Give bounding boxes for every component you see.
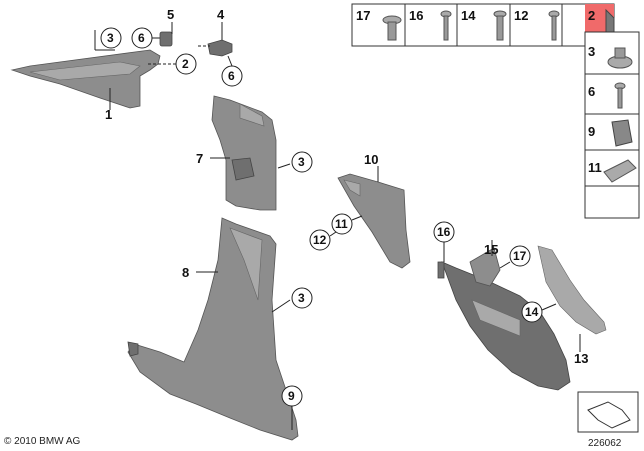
callout-9: 9 xyxy=(288,389,295,403)
callout-6b-circle xyxy=(221,65,243,87)
callout-3a-circle xyxy=(100,27,122,49)
callout-10: 10 xyxy=(364,152,378,167)
callout-13: 13 xyxy=(574,351,588,366)
fastener-6-icon[interactable] xyxy=(614,82,626,109)
fastener-header-row: 17 16 14 12 2 xyxy=(351,3,615,47)
callout-15: 15 xyxy=(484,242,498,257)
column-label-2: 9 xyxy=(588,124,595,139)
header-label-3: 12 xyxy=(514,8,528,23)
column-label-3: 11 xyxy=(588,160,602,175)
callout-1: 1 xyxy=(105,107,112,122)
header-label-4: 2 xyxy=(588,8,595,23)
diagram-id: 226062 xyxy=(588,438,622,449)
callout-14: 14 xyxy=(525,305,539,319)
fastener-12-icon[interactable] xyxy=(548,10,560,41)
callout-12: 12 xyxy=(313,233,327,247)
callout-2a-circle xyxy=(175,53,197,75)
part-5-clip[interactable] xyxy=(159,31,173,47)
fastener-3-icon[interactable] xyxy=(607,47,633,69)
direction-box xyxy=(577,391,639,433)
callout-6b: 6 xyxy=(228,69,235,83)
callout-3b: 3 xyxy=(298,155,305,169)
callout-11-circle xyxy=(331,213,353,235)
callout-3c-circle xyxy=(291,287,313,309)
header-label-2: 14 xyxy=(461,8,476,23)
part-14-bracket-frame[interactable] xyxy=(537,245,607,335)
fastener-9-icon[interactable] xyxy=(611,119,633,147)
callout-14-circle xyxy=(521,301,543,323)
header-label-0: 17 xyxy=(356,8,370,23)
callout-17-circle xyxy=(509,245,531,267)
column-label-1: 6 xyxy=(588,84,595,99)
fastener-column: 3 6 9 11 xyxy=(584,31,640,219)
callout-2a: 2 xyxy=(182,57,189,71)
callout-5: 5 xyxy=(167,7,174,22)
callout-3a: 3 xyxy=(107,31,114,45)
part-16-screw[interactable] xyxy=(437,261,445,279)
column-label-0: 3 xyxy=(588,44,595,59)
fastener-17-icon[interactable] xyxy=(382,15,402,41)
callout-12-circle xyxy=(309,229,331,251)
part-4-bracket[interactable] xyxy=(198,39,233,57)
part-10-c-pillar-trim[interactable] xyxy=(337,173,411,269)
header-label-1: 16 xyxy=(409,8,423,23)
callout-4: 4 xyxy=(217,7,225,22)
callout-3b-circle xyxy=(291,151,313,173)
callout-8: 8 xyxy=(182,265,189,280)
direction-arrow-icon xyxy=(587,401,631,429)
callout-17: 17 xyxy=(513,249,527,263)
part-13-rear-side-trim[interactable] xyxy=(441,247,571,391)
callout-6a: 6 xyxy=(138,31,145,45)
copyright: © 2010 BMW AG xyxy=(4,436,81,447)
callout-16: 16 xyxy=(437,225,451,239)
part-7-b-pillar-upper-trim[interactable] xyxy=(211,95,277,211)
part-8-b-pillar-lower-trim[interactable] xyxy=(127,217,299,441)
callout-7: 7 xyxy=(196,151,203,166)
fastener-11-icon[interactable] xyxy=(603,159,637,183)
callout-11: 11 xyxy=(335,217,348,231)
callout-3c: 3 xyxy=(298,291,305,305)
fastener-14-icon[interactable] xyxy=(493,10,507,41)
fastener-16-icon[interactable] xyxy=(440,10,452,41)
part-1-a-pillar-trim[interactable] xyxy=(10,49,161,109)
